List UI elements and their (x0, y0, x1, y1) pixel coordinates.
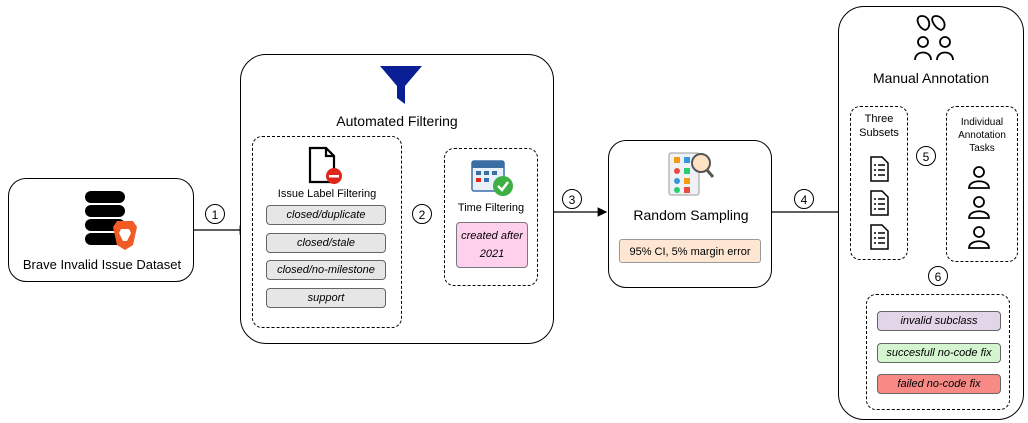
random-sampling-box: Random Sampling 95% CI, 5% margin error (608, 140, 772, 288)
sample-icon (668, 152, 715, 196)
step-3: 3 (562, 189, 582, 209)
category-failed-fix: failed no-code fix (877, 374, 1001, 394)
calendar-check-icon (471, 160, 513, 196)
time-filtering-title: Time Filtering (457, 202, 525, 214)
step-4: 4 (794, 189, 814, 209)
document-remove-icon (308, 146, 342, 184)
tasks-label: Individual Annotation Tasks (958, 117, 1006, 154)
label-filtering-group (252, 136, 402, 328)
step-6: 6 (928, 266, 948, 286)
step-1: 1 (205, 204, 225, 224)
dataset-box: Brave Invalid Issue Dataset (8, 178, 194, 282)
label-filtering-title: Issue Label Filtering (277, 188, 377, 200)
manual-annotation-title: Manual Annotation (873, 70, 989, 86)
time-condition: created after 2021 (456, 222, 528, 268)
random-sampling-title: Random Sampling (633, 207, 749, 223)
subset-docs (870, 156, 889, 250)
step-5: 5 (916, 146, 936, 166)
annotator-icons (968, 166, 990, 249)
subsets-group (850, 106, 908, 260)
categories-group (866, 294, 1010, 410)
database-icon (85, 191, 137, 250)
label-item: support (266, 288, 386, 308)
subsets-label: Three Subsets (859, 113, 899, 139)
people-icon (914, 15, 954, 61)
time-filtering-group (444, 148, 538, 286)
label-item: closed/stale (266, 233, 386, 253)
dataset-label: Brave Invalid Issue Dataset (22, 257, 182, 272)
label-item: closed/duplicate (266, 205, 386, 225)
category-successful-fix: succesfull no-code fix (877, 343, 1001, 363)
sampling-note: 95% CI, 5% margin error (619, 239, 761, 263)
label-item: closed/no-milestone (266, 260, 386, 280)
category-invalid-subclass: invalid subclass (877, 311, 1001, 331)
tasks-group (946, 106, 1018, 262)
automated-filtering-title: Automated Filtering (336, 113, 458, 129)
funnel-icon (380, 66, 422, 104)
step-2: 2 (412, 204, 432, 224)
